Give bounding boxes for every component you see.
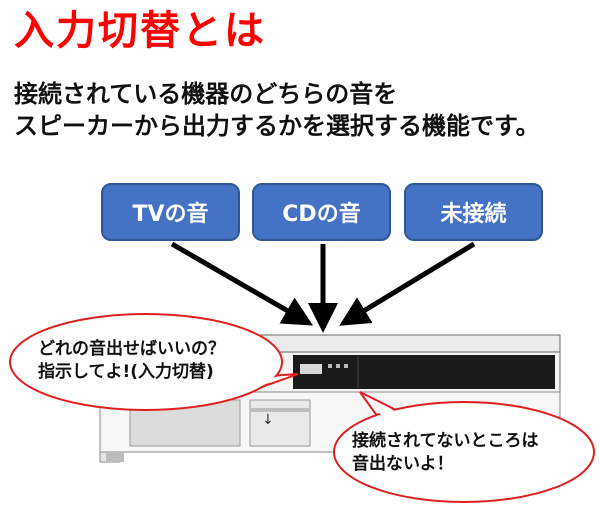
bubble-answer-line-1: 接続されてないところは: [352, 431, 539, 451]
bubble-question-line-2: 指示してよ!(入力切替): [38, 362, 214, 382]
stand-foot-left: [106, 452, 124, 462]
bubble-answer-line-2: 音出ないよ！: [352, 454, 454, 474]
source-cd-box: CDの音: [252, 183, 391, 241]
stand-knob-1: [328, 364, 332, 368]
bubble-question-tail-cover: [240, 376, 290, 390]
stand-top: [244, 334, 561, 353]
arrows: [170, 241, 476, 333]
description-line-1: 接続されている機器のどちらの音を: [14, 80, 398, 108]
stand-display: [300, 364, 322, 374]
stand-shelf-board: [250, 408, 310, 412]
source-unconnected-box: 未接続: [404, 183, 543, 241]
page-title: 入力切替とは: [14, 8, 266, 54]
stand-drawer-panel: [293, 355, 555, 389]
bubble-question-line-1: どれの音出せばいいの？: [38, 339, 225, 359]
source-tv-box: TVの音: [101, 183, 240, 241]
bubble-answer-body: [333, 401, 595, 503]
bubble-answer-tail-cover: [368, 400, 400, 418]
speech-bubble-answer: [333, 391, 595, 503]
stand-arrow-glyph: ↓: [262, 412, 274, 428]
arrow-none: [339, 241, 476, 326]
description: 接続されている機器のどちらの音を スピーカーから出力するかを選択する機能です。: [14, 78, 594, 142]
stand-compartment-mid: [249, 399, 311, 447]
bubble-question-text: どれの音出せばいいの？ 指示してよ!(入力切替): [38, 338, 225, 384]
bubble-answer-text: 接続されてないところは 音出ないよ！: [352, 430, 539, 476]
speech-bubble-question: [9, 313, 299, 411]
description-line-2: スピーカーから出力するかを選択する機能です。: [14, 112, 540, 140]
stand-knob-2: [336, 364, 340, 368]
source-unconnected-label: 未接続: [440, 202, 507, 227]
source-tv-label: TVの音: [132, 202, 209, 227]
source-cd-label: CDの音: [282, 202, 361, 227]
stand-knob-3: [344, 364, 348, 368]
arrow-tv: [170, 241, 313, 326]
bubble-question-body: [9, 313, 283, 411]
